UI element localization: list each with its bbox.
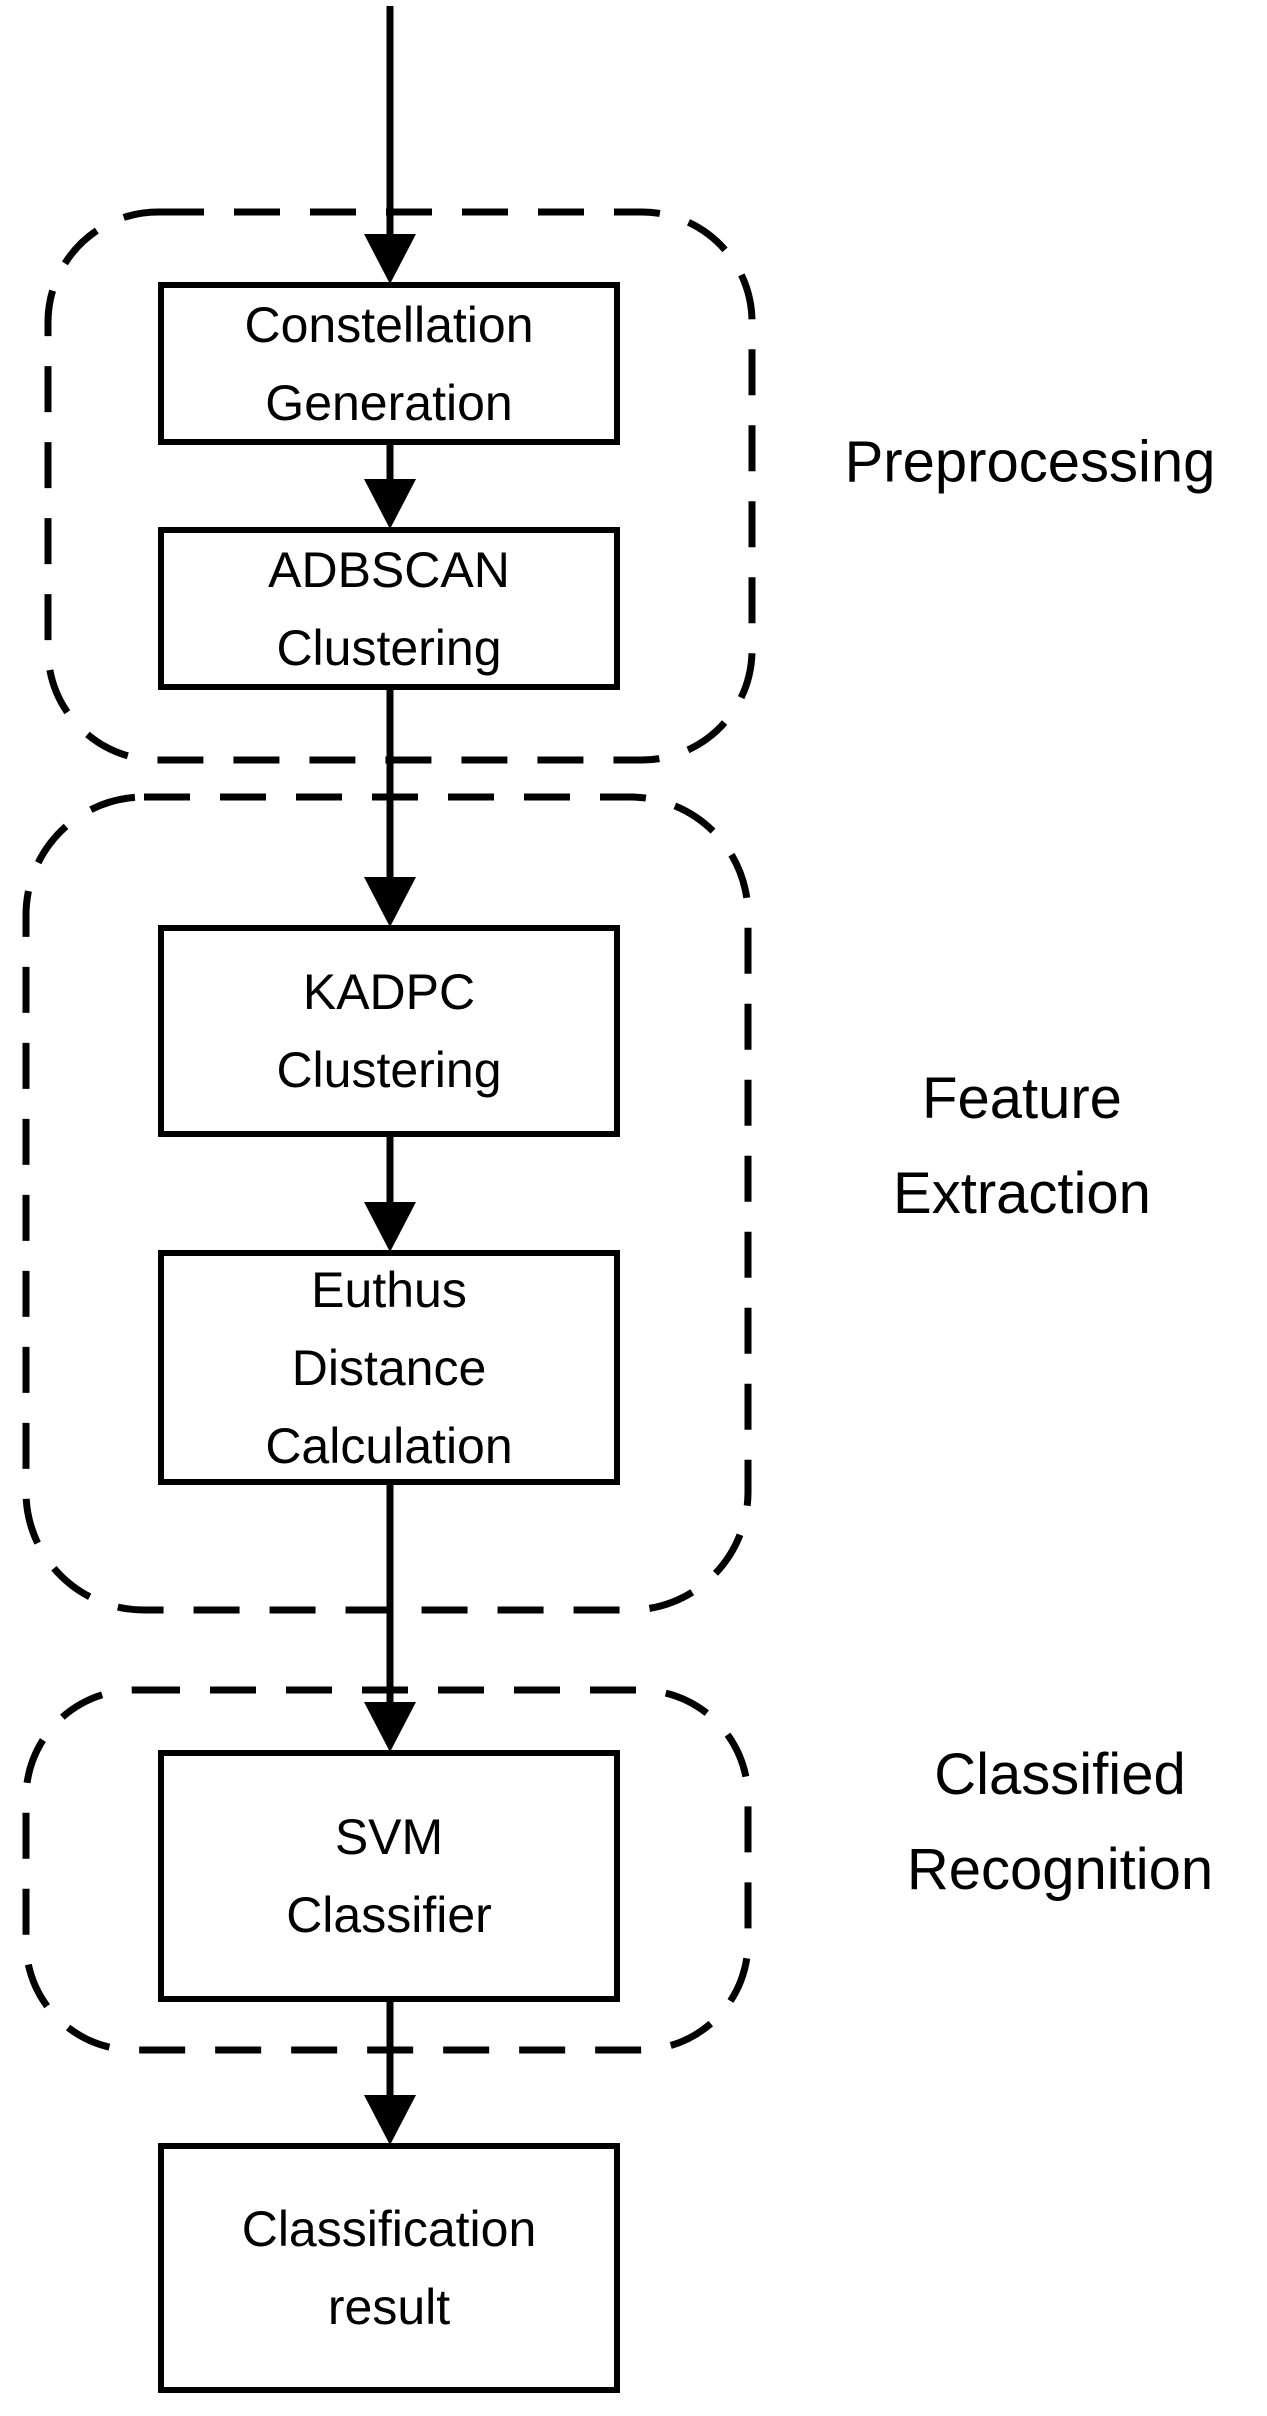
node-label-line: Constellation <box>244 296 534 353</box>
group-label-line: Feature <box>922 1066 1122 1131</box>
node-label-line: Calculation <box>265 1417 513 1474</box>
node-kadpc-clustering: KADPC Clustering <box>158 925 620 1137</box>
arrow-constellation-to-adbscan <box>364 445 416 529</box>
group-label-line: Recognition <box>906 1837 1214 1902</box>
group-label-line: Classified <box>934 1742 1186 1807</box>
node-label-line: Classification <box>241 2201 537 2257</box>
node-label-line: Classifier <box>286 1887 492 1943</box>
node-euthus-distance-calculation: Euthus Distance Calculation <box>158 1250 620 1485</box>
node-adbscan-clustering: ADBSCAN Clustering <box>158 527 620 690</box>
node-constellation-generation: Constellation Generation <box>158 282 620 445</box>
group-label-classified-recognition: Classified Recognition <box>907 1727 1213 1917</box>
group-label-preprocessing: Preprocessing <box>845 415 1216 510</box>
node-svm-classifier: SVM Classifier <box>158 1750 620 2002</box>
node-label-line: result <box>327 2279 451 2335</box>
group-label-feature-extraction: Feature Extraction <box>893 1051 1151 1241</box>
node-label-line: SVM <box>334 1809 444 1865</box>
node-label-line: Euthus <box>311 1261 467 1318</box>
node-label-line: Generation <box>265 374 513 431</box>
node-label-line: Clustering <box>276 1042 502 1098</box>
arrow-adbscan-to-kadpc <box>364 690 416 927</box>
node-label-line: KADPC <box>302 964 476 1020</box>
arrow-input-to-constellation <box>364 6 416 284</box>
group-label-line: Preprocessing <box>844 429 1216 495</box>
group-label-line: Extraction <box>893 1161 1151 1226</box>
group-outline-preprocessing <box>44 208 756 764</box>
arrow-euthus-to-svm <box>364 1485 416 1752</box>
node-label-line: ADBSCAN <box>268 541 510 598</box>
node-label-line: Distance <box>291 1339 487 1396</box>
node-classification-result: Classification result <box>158 2143 620 2393</box>
arrow-kadpc-to-euthus <box>364 1137 416 1252</box>
node-label-line: Clustering <box>276 619 502 676</box>
arrow-svm-to-result <box>364 2002 416 2145</box>
